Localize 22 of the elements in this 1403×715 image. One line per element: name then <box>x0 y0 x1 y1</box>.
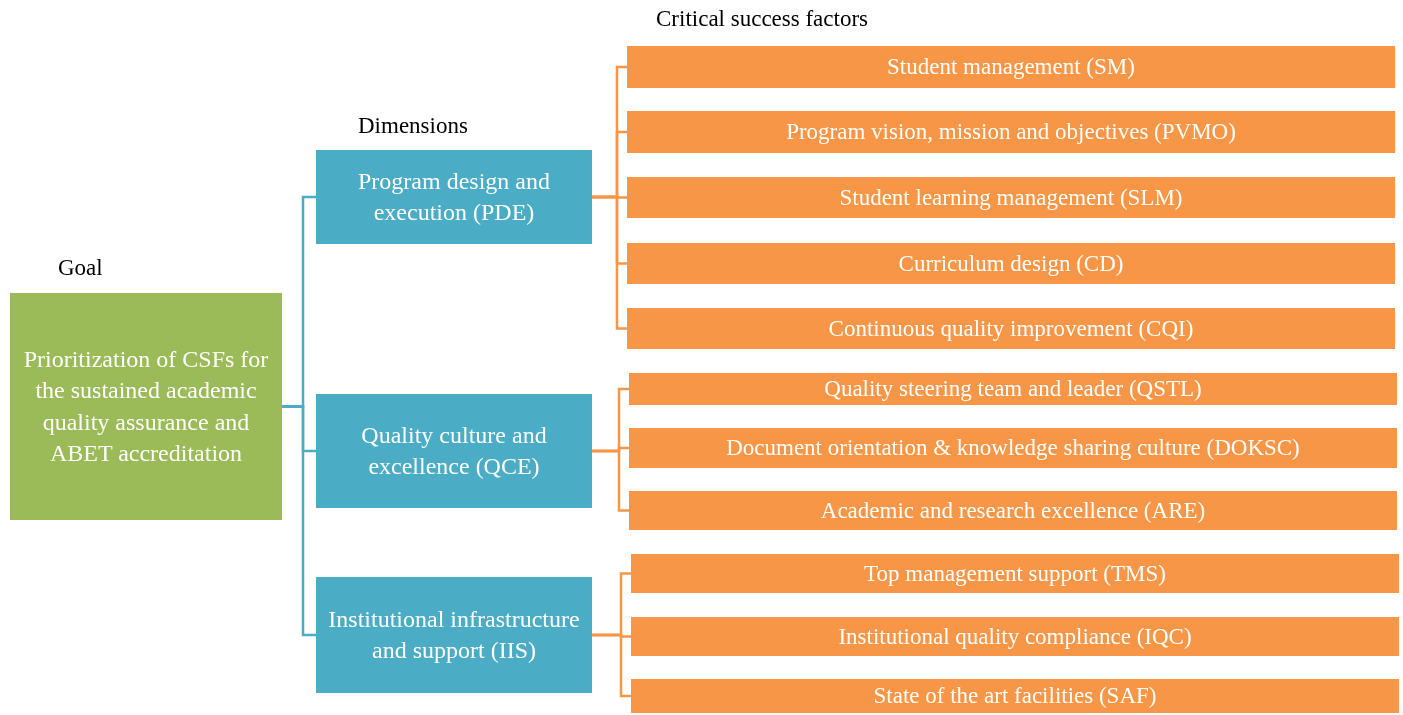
dimension-box: Program design and execution (PDE) <box>316 150 592 244</box>
connector-line <box>282 405 316 637</box>
factor-box: Program vision, mission and objectives (PVMO) <box>627 111 1395 153</box>
connector-line <box>592 449 629 512</box>
factor-box: Student learning management (SLM) <box>627 177 1395 218</box>
factor-box: State of the art facilities (SAF) <box>631 679 1399 713</box>
goal-box: Prioritization of CSFs for the sustained academic quality assurance and ABET accreditation <box>10 293 282 520</box>
factor-box: Institutional quality compliance (IQC) <box>631 617 1399 656</box>
factor-box: Continuous quality improvement (CQI) <box>627 308 1395 349</box>
factor-box: Document orientation & knowledge sharing culture (DOKSC) <box>629 428 1397 468</box>
factor-box: Curriculum design (CD) <box>627 243 1395 284</box>
factor-box: Student management (SM) <box>627 46 1395 88</box>
factor-box: Academic and research excellence (ARE) <box>629 491 1397 530</box>
dimension-box: Quality culture and excellence (QCE) <box>316 394 592 508</box>
factor-box: Quality steering team and leader (QSTL) <box>629 373 1397 405</box>
column-heading: Dimensions <box>358 113 468 139</box>
connector-line <box>592 633 631 698</box>
factor-box: Top management support (TMS) <box>631 554 1399 593</box>
connector-line <box>592 195 627 330</box>
column-heading: Goal <box>58 255 103 281</box>
dimension-box: Institutional infrastructure and support (IIS) <box>316 577 592 693</box>
column-heading: Critical success factors <box>656 6 869 32</box>
